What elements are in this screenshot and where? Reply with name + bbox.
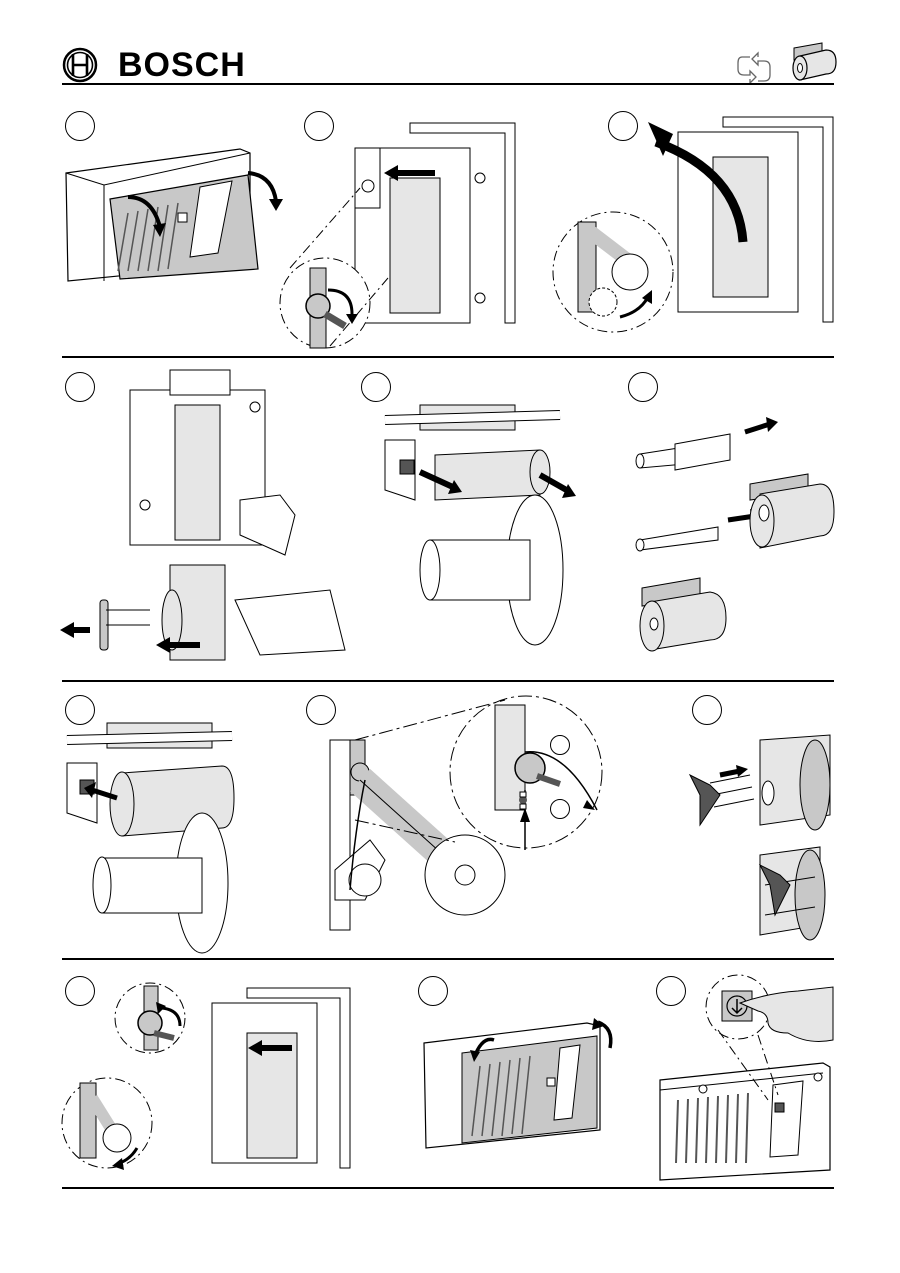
step-number-2 [304, 111, 334, 141]
arrow-icon [247, 171, 278, 202]
callout-circle-a [550, 735, 570, 755]
row-divider [62, 1187, 834, 1189]
step-1-illustration-open-cover [65, 148, 283, 282]
step-number-11 [418, 976, 448, 1006]
step-number-10 [65, 976, 95, 1006]
step-10-illustration-close-lever-and-unit [61, 982, 351, 1170]
step-number-5 [361, 372, 391, 402]
hand-icon [738, 986, 834, 1042]
arrow-icon [127, 195, 162, 228]
step-number-1 [65, 111, 95, 141]
step-number-6 [628, 372, 658, 402]
row-divider [62, 958, 834, 960]
callout-circle-b [550, 799, 570, 819]
bosch-armature-icon [62, 47, 98, 83]
header-rule [62, 83, 834, 85]
paper-roll-icon [792, 42, 837, 81]
step-3-illustration-swing-out-paper-unit [552, 116, 834, 333]
step-7-illustration-mount-new-roll [66, 722, 235, 954]
row-divider [62, 680, 834, 682]
step-number-9 [692, 695, 722, 725]
step-number-8 [306, 695, 336, 725]
brand-wordmark: BOSCH [118, 46, 246, 84]
step-5-illustration-pull-out-roll-holder [384, 404, 576, 646]
step-number-7 [65, 695, 95, 725]
step-11-illustration-close-cover [423, 1018, 613, 1149]
step-number-4 [65, 372, 95, 402]
step-2-illustration-release-lever [279, 122, 516, 349]
step-6-illustration-insert-axle-into-new-roll [635, 417, 835, 652]
step-number-3 [608, 111, 638, 141]
step-9-illustration-attach-take-up-spool [688, 734, 831, 941]
step-number-12 [656, 976, 686, 1006]
row-divider [62, 356, 834, 358]
step-8-illustration-thread-paper-path [329, 695, 603, 931]
replace-cycle-icon [737, 51, 771, 85]
step-4-illustration-remove-used-roll [60, 369, 346, 661]
step-12-illustration-press-feed-button [659, 974, 834, 1181]
